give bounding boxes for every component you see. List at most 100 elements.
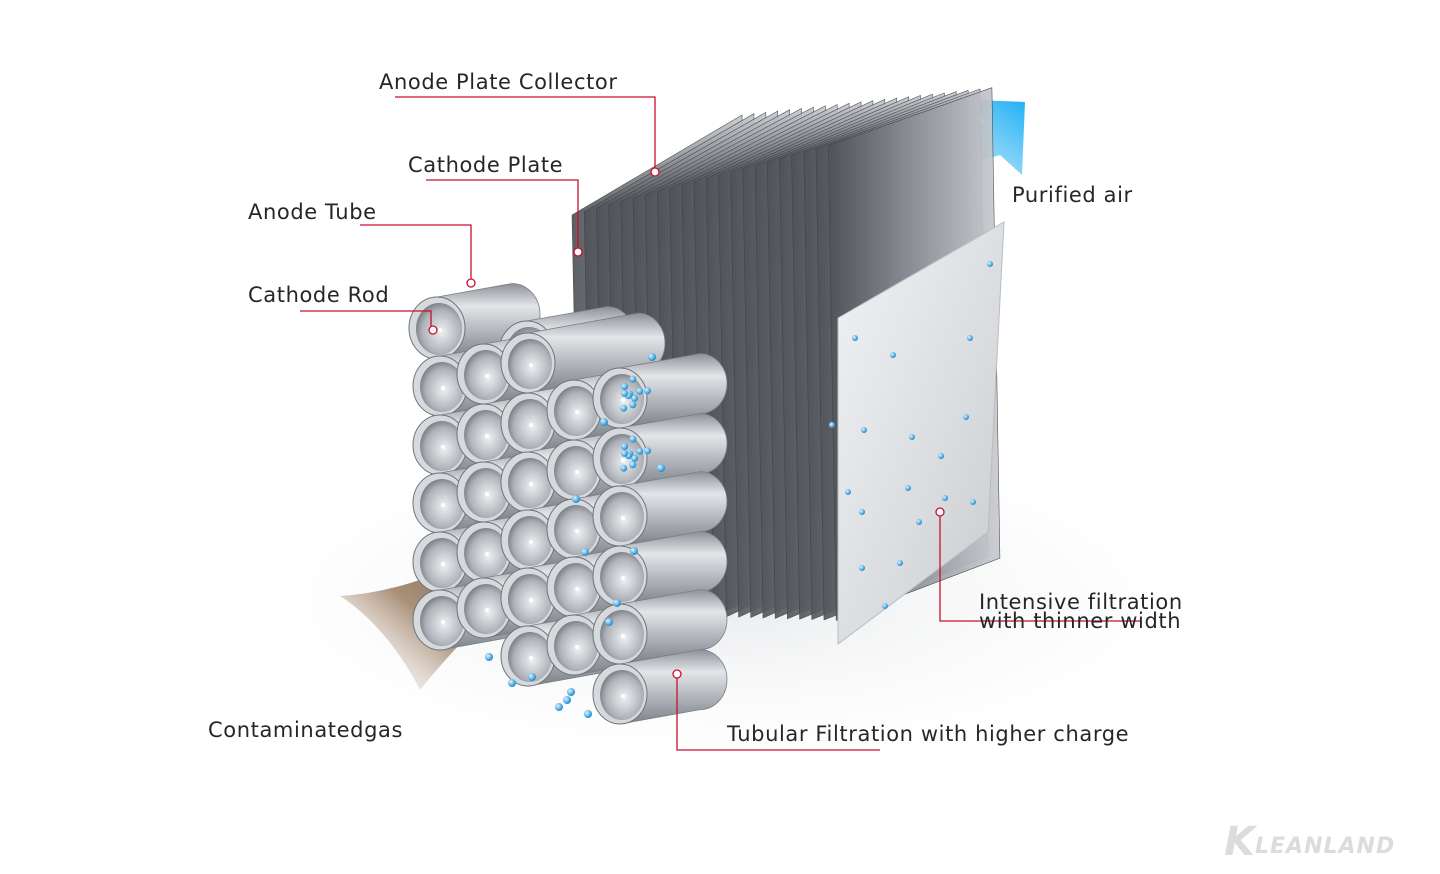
charged-particle [987,261,993,267]
charged-particle [644,447,652,455]
charged-particle [485,653,493,661]
charged-particle [631,454,639,462]
leader-cathode-rod [300,310,432,328]
cathode-rod [441,445,445,449]
charged-particle [629,461,637,469]
charged-particle [938,453,944,459]
charged-particle [629,375,637,383]
cathode-rod [438,328,442,332]
cathode-rod [441,620,445,624]
charged-particle [621,389,629,397]
plate-particles [829,261,993,609]
charged-particle [572,495,580,503]
leader-cathode-plate [426,179,579,250]
charged-particle [890,352,896,358]
cathode-rod [441,386,445,390]
charged-particle [631,394,639,402]
tube-body [619,589,728,665]
charged-particle [636,387,644,395]
charged-particle [852,335,858,341]
charged-particle [581,548,589,556]
charged-particle [563,696,571,704]
cathode-rod [485,552,489,556]
brand-logo: K LEANLAND [1224,822,1395,862]
leader-tubular [676,677,880,751]
charged-particle [567,688,575,696]
leader-dot-anode-plate [650,167,660,177]
leader-dot-cathode-plate [573,247,583,257]
tube-body [619,353,728,429]
charged-particle [859,565,865,571]
label-intensive-line2: with thinner width [979,609,1182,633]
cathode-rod [575,645,579,649]
charged-particle [613,599,621,607]
charged-particle [621,449,629,457]
cathode-rod [529,656,533,660]
charged-particle [967,335,973,341]
charged-particle [829,422,835,428]
leader-dot-tubular [672,669,682,679]
cathode-rod [485,374,489,378]
charged-particle [629,435,637,443]
cathode-rod [529,598,533,602]
cathode-rod [621,634,625,638]
loose-particles [485,353,665,718]
charged-particle [620,464,628,472]
charged-particle [942,495,948,501]
label-cathode-rod: Cathode Rod [248,283,390,307]
charged-particle [600,418,608,426]
charged-particle [916,519,922,525]
charged-particle [555,703,563,711]
charged-particle [621,443,629,451]
tube-body [619,471,728,547]
leader-dot-anode-tube [466,278,476,288]
cathode-rod [575,410,579,414]
label-tubular-filtration: Tubular Filtration with higher charge [727,722,1130,746]
charged-particle [963,414,969,420]
charged-particle [644,387,652,395]
cathode-rod [441,503,445,507]
cathode-rod [485,434,489,438]
front-collector-plate [837,221,1005,645]
cathode-rod [575,587,579,591]
leader-anode-plate [395,96,656,170]
charged-particle [621,383,629,391]
charged-particle [845,489,851,495]
charged-particle [620,404,628,412]
cathode-rod [529,482,533,486]
charged-particle [657,464,665,472]
cathode-rod [485,492,489,496]
cathode-rod [485,608,489,612]
charged-particle [630,547,638,555]
cathode-rod [529,423,533,427]
cathode-rod [575,470,579,474]
cathode-rod [621,516,625,520]
cathode-rod [441,562,445,566]
anode-tube [592,413,728,489]
leader-dot-intensive [935,507,945,517]
charged-particle [584,710,592,718]
label-cathode-plate: Cathode Plate [408,153,564,177]
cathode-rod [621,398,625,402]
leader-dot-cathode-rod [428,325,438,335]
label-anode-plate-collector: Anode Plate Collector [379,70,618,94]
charged-particle [897,560,903,566]
cathode-rod [621,576,625,580]
label-intensive-line1: Intensive filtration [979,590,1183,614]
charged-particle [905,485,911,491]
leader-lines [300,96,1140,751]
cathode-rod [621,458,625,462]
anode-tube-array [408,283,728,725]
label-purified-air: Purified air [1012,183,1133,207]
charged-particle [861,427,867,433]
cathode-rod [575,529,579,533]
leader-intensive [939,515,1140,622]
cathode-rod [529,363,533,367]
label-intensive-filtration: Intensive filtration with thinner width [979,590,1183,633]
tube-body [619,649,728,725]
cathode-rod [621,694,625,698]
anode-tube [592,649,728,725]
charged-particle [528,673,536,681]
charged-particle [636,447,644,455]
